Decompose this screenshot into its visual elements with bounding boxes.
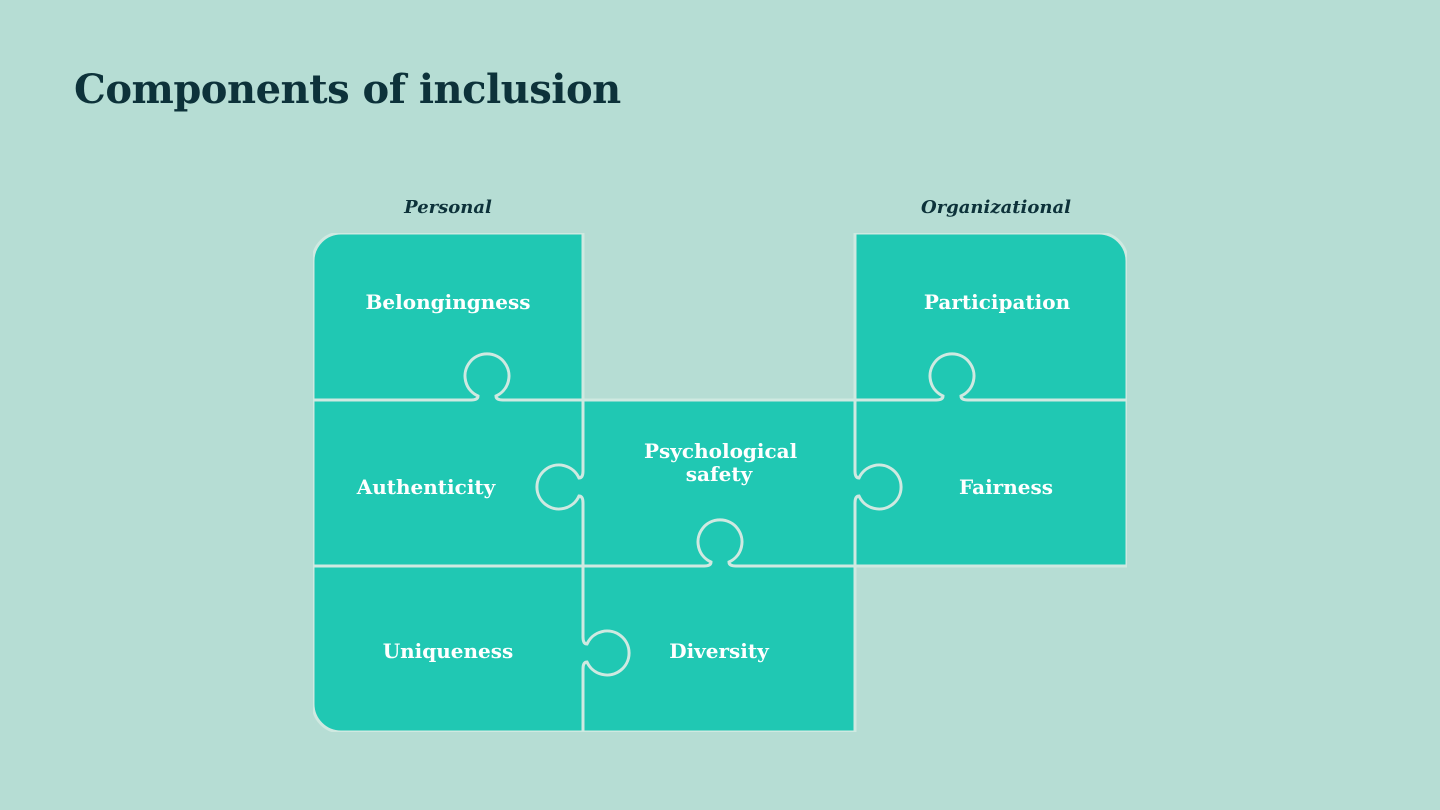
puzzle-piece-psychological-safety bbox=[583, 400, 855, 566]
column-label-organizational: Organizational bbox=[921, 197, 1071, 218]
seam-psychsafety-fairness bbox=[853, 400, 903, 566]
piece-label-diversity: Diversity bbox=[669, 639, 769, 663]
seam-participation-fairness bbox=[855, 352, 1127, 402]
column-label-personal: Personal bbox=[404, 197, 492, 218]
seam-belongingness-authenticity bbox=[313, 352, 583, 402]
piece-label-uniqueness: Uniqueness bbox=[382, 639, 514, 663]
puzzle-svg bbox=[313, 233, 1127, 732]
piece-label-belongingness: Belongingness bbox=[365, 290, 531, 314]
puzzle-piece-participation bbox=[855, 233, 1127, 400]
seam-authenticity-uniqueness-and-psychsafety-diversity bbox=[313, 518, 855, 568]
page-title: Components of inclusion bbox=[74, 66, 621, 113]
seam-leftcol-midcol bbox=[535, 400, 631, 732]
puzzle-piece-belongingness bbox=[313, 233, 583, 400]
piece-label-authenticity: Authenticity bbox=[356, 475, 496, 499]
piece-label-participation: Participation bbox=[923, 290, 1071, 314]
inclusion-puzzle-diagram bbox=[313, 233, 1127, 732]
puzzle-piece-uniqueness bbox=[313, 566, 583, 732]
puzzle-outline bbox=[313, 233, 1127, 732]
piece-label-fairness: Fairness bbox=[959, 475, 1053, 499]
piece-label-psychological-safety: Psychological safety bbox=[644, 439, 798, 486]
